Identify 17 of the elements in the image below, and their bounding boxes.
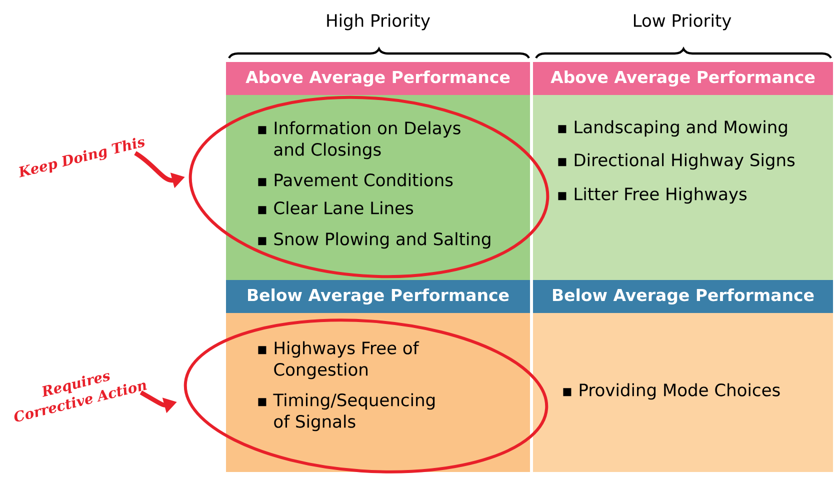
column-heading: High Priority: [327, 14, 430, 30]
heading-band: Above Average Performance: [226, 62, 530, 95]
bullet-item: Directional Highway Signs: [558, 153, 795, 170]
handwritten-note: Keep Doing This: [19, 138, 144, 178]
heading-band: Below Average Performance: [226, 280, 530, 313]
column-heading: Low Priority: [634, 14, 732, 30]
bullet-item: Timing/Sequencing of Signals: [258, 393, 435, 432]
bullet-item: Snow Plowing and Salting: [258, 232, 490, 249]
bullet-item: Clear Lane Lines: [258, 201, 414, 214]
bullet-item: Landscaping and Mowing: [558, 120, 787, 137]
bullet-item: Information on Delays and Closings: [258, 121, 460, 160]
bullet-item: Providing Mode Choices: [563, 383, 780, 400]
bullet-item: Highways Free of Congestion: [258, 341, 420, 380]
heading-band: Above Average Performance: [533, 62, 833, 95]
heading-band: Below Average Performance: [533, 280, 833, 313]
bullet-item: Litter Free Highways: [558, 187, 747, 204]
bullet-item: Pavement Conditions: [258, 173, 453, 186]
